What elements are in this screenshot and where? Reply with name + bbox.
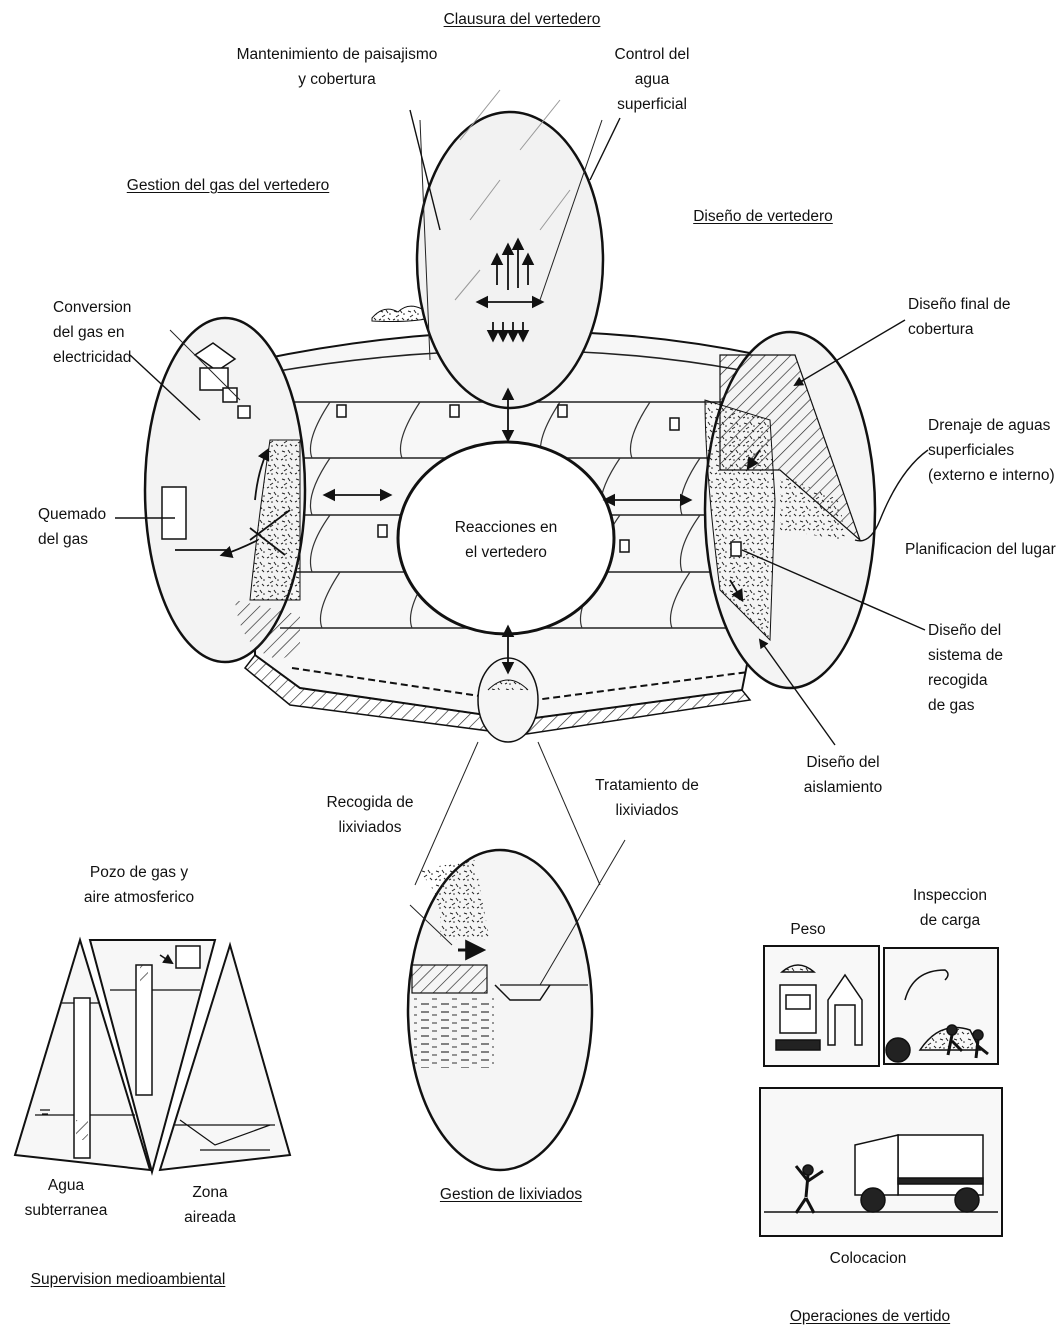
label-line: aire atmosferico — [84, 885, 194, 910]
label-line: Recogida de — [326, 790, 413, 815]
label-line: Pozo de gas y — [84, 860, 194, 885]
label-line: del gas en — [53, 320, 131, 345]
label-line: de gas — [928, 693, 1003, 718]
label-placement: Colocacion — [830, 1246, 907, 1271]
label-gas-collection-design: Diseño del sistema de recogida de gas — [928, 618, 1003, 718]
label-leachate-collection: Recogida de lixiviados — [326, 790, 413, 840]
label-surface-water-control: Control del agua superficial — [615, 42, 690, 117]
center-label-line: Reacciones en — [455, 515, 558, 540]
label-line: aislamiento — [804, 775, 882, 800]
label-line: y cobertura — [237, 67, 438, 92]
label-line: del gas — [38, 527, 106, 552]
label-line: cobertura — [908, 317, 1011, 342]
label-line: aireada — [184, 1205, 236, 1230]
label-liner-design: Diseño del aislamiento — [804, 750, 882, 800]
label-groundwater: Agua subterranea — [25, 1173, 108, 1223]
label-line: superficiales — [928, 438, 1055, 463]
label-line: Mantenimiento de paisajismo — [237, 42, 438, 67]
label-gas-flaring: Quemado del gas — [38, 502, 106, 552]
label-gas-to-electricity: Conversion del gas en electricidad — [53, 295, 131, 370]
label-line: Control del — [615, 42, 690, 67]
label-line: electricidad — [53, 345, 131, 370]
label-line: Drenaje de aguas — [928, 413, 1055, 438]
label-line: agua — [615, 67, 690, 92]
label-line: lixiviados — [326, 815, 413, 840]
label-line: Conversion — [53, 295, 131, 320]
label-vadose-zone: Zona aireada — [184, 1180, 236, 1230]
label-line: superficial — [615, 92, 690, 117]
operations-panels — [760, 946, 1002, 1236]
section-title-monitoring: Supervision medioambiental — [31, 1267, 226, 1292]
label-line: de carga — [913, 908, 987, 933]
label-load-inspection: Inspeccion de carga — [913, 883, 987, 933]
section-title-operations: Operaciones de vertido — [790, 1304, 950, 1329]
label-final-cover-design: Diseño final de cobertura — [908, 292, 1011, 342]
label-line: recogida — [928, 668, 1003, 693]
label-line: Quemado — [38, 502, 106, 527]
label-line: Agua — [25, 1173, 108, 1198]
label-leachate-treatment: Tratamiento de lixiviados — [595, 773, 699, 823]
label-line: (externo e interno) — [928, 463, 1055, 488]
label-gas-well: Pozo de gas y aire atmosferico — [84, 860, 194, 910]
label-line: lixiviados — [595, 798, 699, 823]
section-title-design: Diseño de vertedero — [693, 204, 833, 229]
label-line: subterranea — [25, 1198, 108, 1223]
label-site-planning: Planificacion del lugar — [905, 537, 1056, 562]
center-label-line: el vertedero — [455, 540, 558, 565]
label-line: Zona — [184, 1180, 236, 1205]
section-title-closure: Clausura del vertedero — [444, 7, 601, 32]
monitoring-panels — [15, 940, 290, 1172]
section-title-gas: Gestion del gas del vertedero — [127, 173, 329, 198]
label-weighing: Peso — [790, 917, 825, 942]
label-line: sistema de — [928, 643, 1003, 668]
label-line: Diseño final de — [908, 292, 1011, 317]
section-title-leachate: Gestion de lixiviados — [440, 1182, 582, 1207]
label-line: Diseño del — [804, 750, 882, 775]
label-landscaping: Mantenimiento de paisajismo y cobertura — [237, 42, 438, 92]
label-surface-drainage: Drenaje de aguas superficiales (externo … — [928, 413, 1055, 488]
label-line: Inspeccion — [913, 883, 987, 908]
label-line: Diseño del — [928, 618, 1003, 643]
label-line: Tratamiento de — [595, 773, 699, 798]
center-label: Reacciones en el vertedero — [455, 515, 558, 565]
